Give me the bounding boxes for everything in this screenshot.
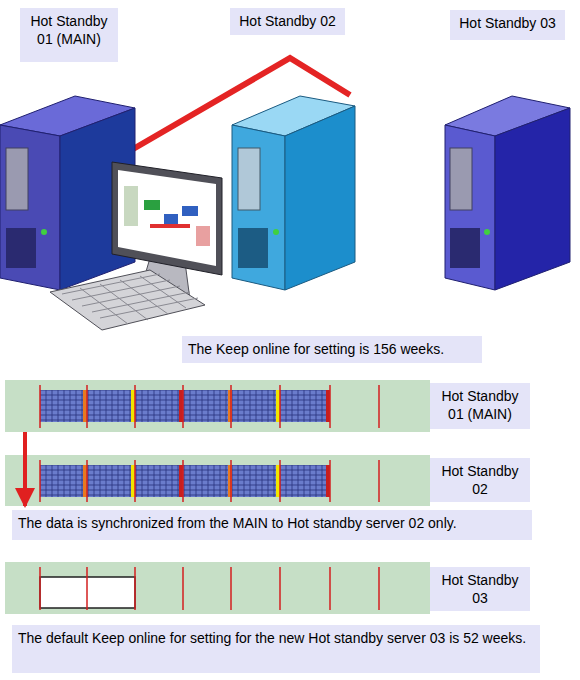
week-divider [40, 385, 379, 428]
server-front [445, 125, 495, 290]
screen-element [182, 206, 198, 216]
week-divider [40, 567, 379, 610]
server-label: Hot Standby 01 (MAIN) [20, 8, 118, 62]
server-tower [0, 96, 135, 290]
marker-bar [276, 390, 280, 422]
band-label: Hot Standby 01 (MAIN) [430, 383, 530, 429]
server-side [60, 108, 135, 290]
marker-bar [131, 390, 135, 422]
drive-bay [6, 148, 28, 210]
screen-element [196, 226, 210, 246]
band-label: Hot Standby 02 [430, 458, 530, 502]
server-label: Hot Standby 02 [230, 8, 345, 35]
data-grid [40, 390, 330, 422]
marker-bar [228, 390, 232, 422]
timeline-band: Hot Standby 01 (MAIN) [5, 380, 430, 432]
marker-bar [179, 390, 183, 422]
box-text: Hot Standby 02 [235, 12, 340, 30]
drive-bay [450, 148, 472, 210]
network-cable [128, 58, 350, 152]
monitor-stand [140, 258, 190, 300]
sync-arrow [23, 432, 27, 506]
server-tower [445, 96, 570, 290]
marker-bar [326, 390, 330, 422]
box-text: The Keep online for setting is 156 weeks… [188, 340, 476, 359]
note-box: The Keep online for setting is 156 weeks… [182, 336, 482, 363]
empty-storage [40, 577, 135, 608]
screen-element [144, 200, 160, 210]
monitor-screen [118, 170, 216, 266]
marker-bar [228, 465, 232, 497]
box-text: The default Keep online for setting for … [18, 629, 534, 648]
power-led [484, 229, 490, 235]
note-box: The data is synchronized from the MAIN t… [12, 510, 532, 540]
box-text: The data is synchronized from the MAIN t… [18, 514, 526, 533]
workstation [50, 162, 222, 330]
week-divider [40, 460, 379, 502]
screen-element [150, 224, 190, 228]
marker-bar [83, 390, 87, 422]
server-top [445, 96, 570, 136]
server-side [495, 108, 570, 290]
band-label: Hot Standby 03 [430, 567, 530, 611]
vent [238, 228, 268, 268]
marker-bar [83, 465, 87, 497]
vent [450, 228, 480, 268]
server-tower [232, 96, 355, 290]
server-label: Hot Standby 03 [450, 10, 565, 40]
drive-bay [238, 148, 260, 210]
server-top [232, 96, 355, 136]
power-led [41, 229, 47, 235]
marker-bar [326, 465, 330, 497]
screen-panel [124, 186, 138, 226]
vent [6, 228, 36, 268]
marker-bar [131, 465, 135, 497]
server-front [0, 125, 60, 290]
server-top [0, 96, 135, 136]
box-text: Hot Standby 01 (MAIN) [25, 12, 113, 48]
screen-element [164, 214, 178, 224]
server-front [232, 125, 285, 290]
monitor-bezel [112, 162, 222, 275]
data-grid [40, 465, 330, 497]
note-box: The default Keep online for setting for … [12, 625, 540, 673]
keyboard [50, 270, 205, 330]
marker-bar [179, 465, 183, 497]
timeline-band: Hot Standby 02 [5, 455, 430, 506]
power-led [273, 229, 279, 235]
timeline-band: Hot Standby 03 [5, 562, 430, 614]
marker-bar [276, 465, 280, 497]
box-text: Hot Standby 03 [455, 14, 560, 32]
keyboard-keys [62, 274, 198, 324]
server-side [285, 106, 355, 290]
